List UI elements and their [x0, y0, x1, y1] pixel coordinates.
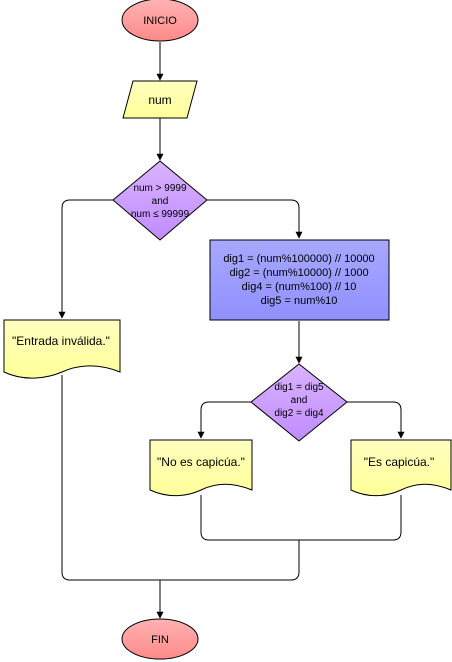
end-label: FIN — [151, 634, 169, 646]
decision-range-node: num > 9999 and num ≤ 99999 — [112, 160, 208, 241]
decision-palindrome-line-1: dig1 = dig5 — [274, 382, 324, 393]
decision-palindrome-line-2: and — [291, 395, 308, 406]
edge-decision-false-to-invalid — [58, 199, 113, 319]
end-terminator-shape — [121, 618, 199, 660]
process-line-2: dig2 = (num%10000) // 1000 — [229, 267, 368, 279]
edges — [58, 42, 405, 619]
process-line-4: dig5 = num%10 — [261, 295, 338, 307]
output-not-palindrome-node: "No es capicúa." — [149, 439, 253, 497]
decision-range-line-2: and — [152, 196, 169, 207]
output-not-palindrome-label: "No es capicúa." — [157, 455, 245, 469]
output-invalid-document-shape — [3, 319, 121, 379]
decision-palindrome-node: dig1 = dig5 and dig2 = dig4 — [250, 363, 348, 442]
start-node: INICIO — [121, 0, 199, 42]
output-invalid-node: "Entrada inválida." — [3, 319, 121, 379]
process-node: dig1 = (num%100000) // 10000 dig2 = (num… — [209, 239, 390, 321]
input-node: num — [122, 80, 198, 119]
decision-range-line-1: num > 9999 — [133, 183, 187, 194]
output-not-palindrome-document-shape — [149, 439, 253, 497]
input-label: num — [148, 93, 171, 107]
start-label: INICIO — [143, 15, 177, 27]
edge-decision2-false-to-not-palindrome — [197, 401, 251, 439]
output-palindrome-node: "Es capicúa." — [350, 439, 452, 497]
edge-decision2-true-to-palindrome — [347, 401, 405, 439]
process-line-1: dig1 = (num%100000) // 10000 — [223, 253, 374, 265]
output-invalid-label: "Entrada inválida." — [12, 334, 110, 348]
process-line-3: dig4 = (num%100) // 10 — [242, 281, 357, 293]
start-terminator-shape — [121, 0, 199, 42]
decision-range-line-3: num ≤ 99999 — [131, 209, 190, 220]
edge-decision-true-to-process — [207, 199, 303, 239]
end-node: FIN — [121, 618, 199, 660]
decision-range-diamond-shape — [112, 160, 208, 241]
decision-palindrome-diamond-shape — [250, 363, 348, 442]
edge-merge-to-join — [61, 375, 300, 581]
decision-palindrome-line-3: dig2 = dig4 — [274, 408, 324, 419]
output-palindrome-label: "Es capicúa." — [364, 455, 435, 469]
process-rectangle-shape — [209, 239, 390, 321]
input-parallelogram-shape — [122, 80, 198, 119]
output-palindrome-document-shape — [350, 439, 452, 497]
edge-outputs-merge — [200, 495, 402, 541]
